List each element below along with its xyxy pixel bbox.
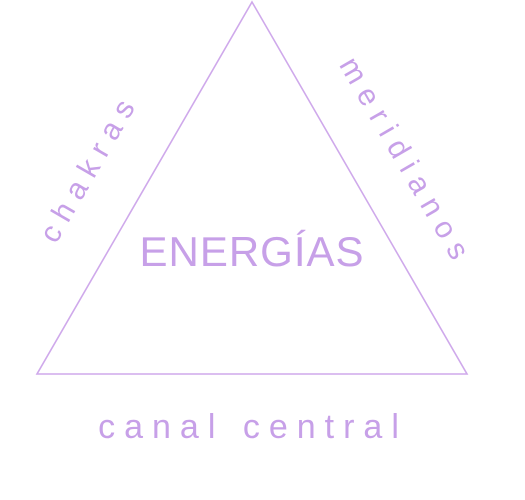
triangle-outline xyxy=(35,0,469,375)
bottom-label: canal central xyxy=(98,408,408,446)
center-label: ENERGÍAS xyxy=(139,228,364,275)
left-side-label: chakras xyxy=(33,86,146,248)
